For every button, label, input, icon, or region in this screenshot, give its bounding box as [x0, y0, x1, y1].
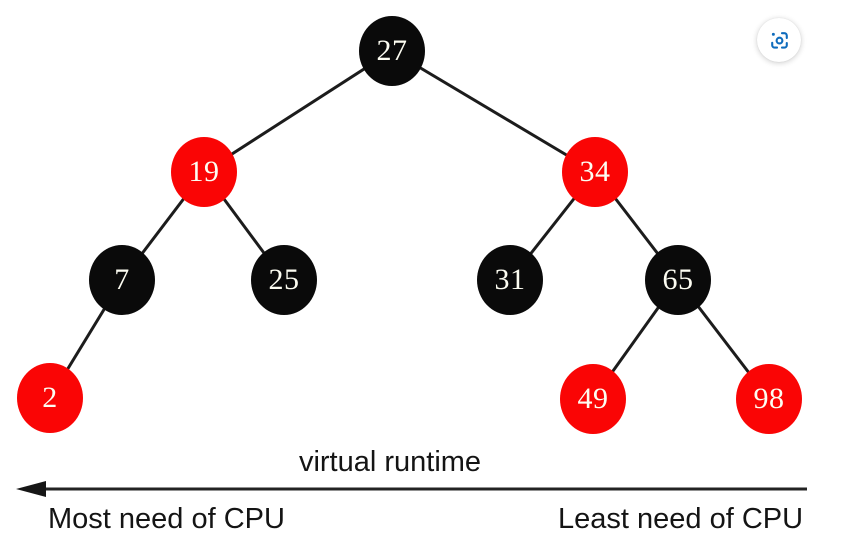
tree-edge-27-19 [203, 49, 393, 174]
tree-node-27: 27 [359, 16, 425, 86]
tree-node-7: 7 [89, 245, 155, 315]
virtual-runtime-arrow [16, 481, 807, 497]
visual-search-button[interactable] [757, 18, 801, 62]
most-need-caption: Most need of CPU [48, 503, 285, 535]
tree-node-65: 65 [645, 245, 711, 315]
tree-node-2: 2 [17, 363, 83, 433]
tree-node-31: 31 [477, 245, 543, 315]
tree-node-25: 25 [251, 245, 317, 315]
visual-search-icon [770, 31, 788, 49]
arrow-head [16, 481, 46, 497]
tree-node-19: 19 [171, 137, 237, 207]
virtual-runtime-label: virtual runtime [298, 446, 482, 478]
tree-node-49: 49 [560, 364, 626, 434]
tree-edge-27-34 [391, 49, 596, 174]
least-need-caption: Least need of CPU [558, 503, 804, 535]
tree-node-34: 34 [562, 137, 628, 207]
tree-node-98: 98 [736, 364, 802, 434]
